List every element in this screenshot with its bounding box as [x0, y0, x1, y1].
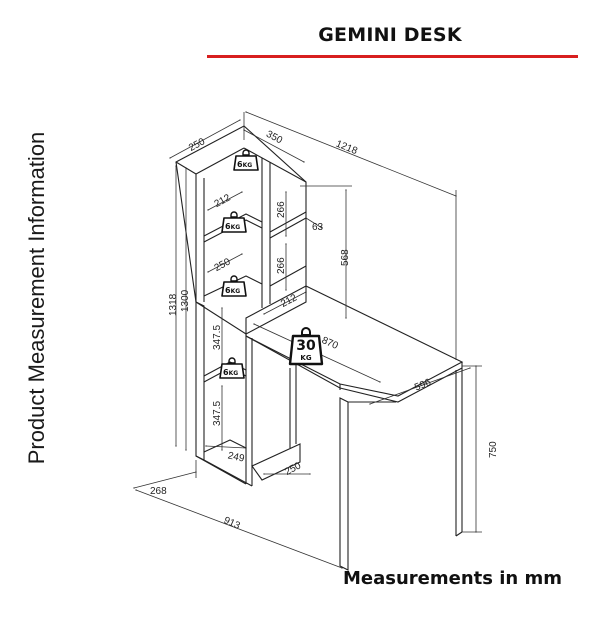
- svg-text:30: 30: [296, 338, 316, 354]
- dim-base-depth: 250: [283, 460, 303, 478]
- weight-icon-shelf-2: 6KG: [221, 211, 247, 233]
- svg-text:KG: KG: [300, 354, 311, 362]
- dim-foot-depth: 268: [150, 486, 167, 497]
- dim-shelf-gap: 63: [312, 222, 324, 233]
- dim-base-length: 913: [222, 515, 242, 532]
- title-underline: [207, 55, 578, 58]
- dimension-labels: 250 350 1218 212 266 63 568 250 266 212 …: [150, 129, 499, 532]
- dim-upper-height: 568: [340, 249, 351, 266]
- dim-shelf-depth-1: 212: [213, 192, 233, 210]
- svg-text:6KG: 6KG: [225, 286, 240, 295]
- svg-text:6KG: 6KG: [225, 222, 240, 231]
- weight-icon-desk: 30 KG: [288, 327, 324, 366]
- page-title: GEMINI DESK: [318, 24, 462, 46]
- dim-desk-height: 750: [488, 441, 499, 458]
- weight-icon-shelf-4: 6KG: [219, 357, 245, 379]
- dim-side-height-1: 347.5: [212, 325, 223, 350]
- weight-icon-shelf-3: 6KG: [221, 275, 247, 297]
- footer-note: Measurements in mm: [343, 568, 563, 589]
- dim-base-inner: 249: [227, 450, 246, 464]
- dim-side-height-2: 347.5: [212, 401, 223, 426]
- weight-icon-shelf-top: 6KG: [233, 149, 259, 171]
- dim-overall-width: 1218: [334, 139, 359, 158]
- dim-top-width: 350: [264, 129, 284, 147]
- dim-top-depth: 250: [187, 136, 207, 154]
- dim-total-height: 1318: [168, 293, 179, 316]
- dim-shelf-height-2: 266: [276, 257, 287, 274]
- svg-text:6KG: 6KG: [237, 160, 252, 169]
- dim-shelf-depth-2: 250: [213, 256, 233, 274]
- dim-desk-length: 870: [320, 335, 340, 352]
- svg-text:6KG: 6KG: [223, 368, 238, 377]
- dim-shelf-height-1: 266: [276, 201, 287, 218]
- dim-shelf-height-total: 1300: [180, 289, 191, 312]
- dimension-lines: [133, 111, 482, 569]
